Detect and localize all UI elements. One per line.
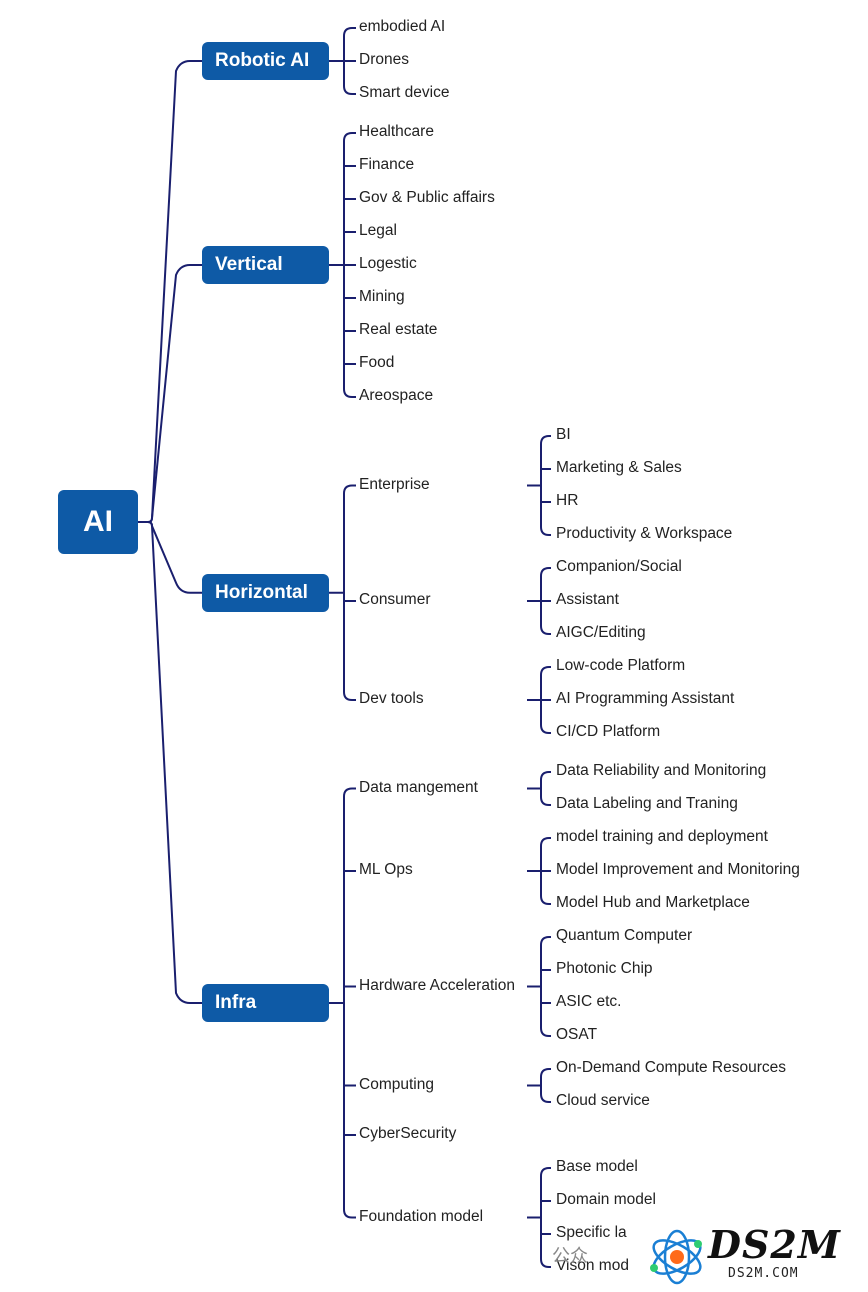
node-computing: Computing	[359, 1075, 434, 1093]
leaf-base-model: Base model	[556, 1158, 638, 1175]
item-foundation-model-branch-0	[540, 1167, 551, 1177]
item-ml-ops-branch-2	[540, 895, 551, 905]
cat-horizontal-branch-0	[343, 484, 356, 494]
node-mining: Mining	[359, 288, 405, 305]
node-areospace: Areospace	[359, 387, 434, 404]
item-hardware-acceleration-branch-3	[540, 1027, 551, 1037]
cat-vertical-branch-0	[343, 132, 356, 142]
leaf-data-reliability-and-monitoring: Data Reliability and Monitoring	[556, 762, 767, 779]
item-dev-tools-branch-2	[540, 724, 551, 734]
category-vertical: Vertical	[202, 246, 329, 284]
category-horizontal: Horizontal	[202, 573, 329, 612]
node-cybersecurity: CyberSecurity	[359, 1125, 457, 1142]
root-link-1	[138, 264, 202, 523]
node-embodied-ai: embodied AI	[359, 18, 446, 35]
root-link-0	[138, 60, 202, 523]
item-enterprise-branch-3	[540, 526, 551, 536]
leaf-osat: OSAT	[556, 1026, 598, 1043]
item-computing-branch-0	[540, 1068, 551, 1078]
leaf-model-training-and-deployment: model training and deployment	[556, 828, 768, 845]
node-gov-public-affairs: Gov & Public affairs	[359, 189, 495, 206]
cat-infra-branch-0	[343, 787, 356, 797]
node-hardware-acceleration: Hardware Acceleration	[359, 976, 515, 994]
node-real-estate: Real estate	[359, 321, 438, 338]
leaf-marketing-sales: Marketing & Sales	[556, 459, 682, 476]
leaf-photonic-chip: Photonic Chip	[556, 960, 653, 977]
wechat-watermark: 公众	[552, 1246, 588, 1266]
item-data-mangement-branch-1	[540, 796, 551, 806]
leaf-bi: BI	[556, 426, 571, 443]
leaf-low-code-platform: Low-code Platform	[556, 657, 686, 674]
node-data-mangement: Data mangement	[359, 778, 478, 796]
node-logestic: Logestic	[359, 255, 417, 272]
ds2m-site-text: DS2M.COM	[728, 1266, 799, 1281]
leaf-model-hub-and-marketplace: Model Hub and Marketplace	[556, 894, 750, 911]
leaf-quantum-computer: Quantum Computer	[556, 927, 693, 944]
node-drones: Drones	[359, 51, 409, 68]
leaf-hr: HR	[556, 492, 579, 509]
node-ml-ops: ML Ops	[359, 861, 413, 878]
node-finance: Finance	[359, 156, 415, 173]
leaf-data-labeling-and-traning: Data Labeling and Traning	[556, 795, 738, 812]
item-dev-tools-branch-0	[540, 666, 551, 676]
item-computing-branch-1	[540, 1093, 551, 1103]
node-enterprise: Enterprise	[359, 475, 430, 493]
item-enterprise-branch-0	[540, 435, 551, 445]
ds2m-logo-icon	[650, 1229, 702, 1285]
item-consumer-branch-0	[540, 567, 551, 577]
item-foundation-model-branch-3	[540, 1258, 551, 1268]
node-legal: Legal	[359, 222, 397, 239]
leaf-ai-programming-assistant: AI Programming Assistant	[556, 690, 735, 707]
leaf-on-demand-compute-resources: On-Demand Compute Resources	[556, 1059, 787, 1076]
root-link-2	[138, 521, 202, 594]
root-link-3	[138, 521, 202, 1004]
leaf-companion-social: Companion/Social	[556, 558, 682, 575]
leaf-model-improvement-and-monitoring: Model Improvement and Monitoring	[556, 861, 800, 878]
node-healthcare: Healthcare	[359, 123, 434, 140]
item-consumer-branch-2	[540, 625, 551, 635]
leaf-productivity-workspace: Productivity & Workspace	[556, 525, 733, 542]
leaf-ci-cd-platform: CI/CD Platform	[556, 723, 661, 740]
category-infra: Infra	[202, 984, 329, 1022]
node-smart-device: Smart device	[359, 84, 450, 101]
leaf-aigc-editing: AIGC/Editing	[556, 624, 646, 641]
leaf-specific-la: Specific la	[556, 1224, 627, 1241]
leaf-cloud-service: Cloud service	[556, 1092, 650, 1109]
node-foundation-model: Foundation model	[359, 1207, 484, 1225]
leaf-asic-etc: ASIC etc.	[556, 993, 622, 1010]
node-consumer: Consumer	[359, 591, 431, 608]
ds2m-brand-text: DS2M	[708, 1222, 841, 1267]
item-hardware-acceleration-branch-0	[540, 936, 551, 946]
node-dev-tools: Dev tools	[359, 690, 424, 707]
cat-horizontal-branch-2	[343, 691, 356, 701]
cat-vertical-branch-8	[343, 388, 356, 398]
item-ml-ops-branch-0	[540, 837, 551, 847]
leaf-vison-mod: Vison mod	[556, 1257, 629, 1274]
leaf-assistant: Assistant	[556, 591, 619, 608]
node-food: Food	[359, 354, 395, 371]
cat-infra-branch-5	[343, 1209, 356, 1219]
item-data-mangement-branch-0	[540, 771, 551, 781]
category-robotic-ai: Robotic AI	[202, 42, 329, 80]
root-node: AI	[58, 490, 138, 554]
cat-robotic-ai-branch-2	[343, 85, 356, 95]
leaf-domain-model: Domain model	[556, 1191, 656, 1208]
cat-robotic-ai-branch-0	[343, 27, 356, 37]
